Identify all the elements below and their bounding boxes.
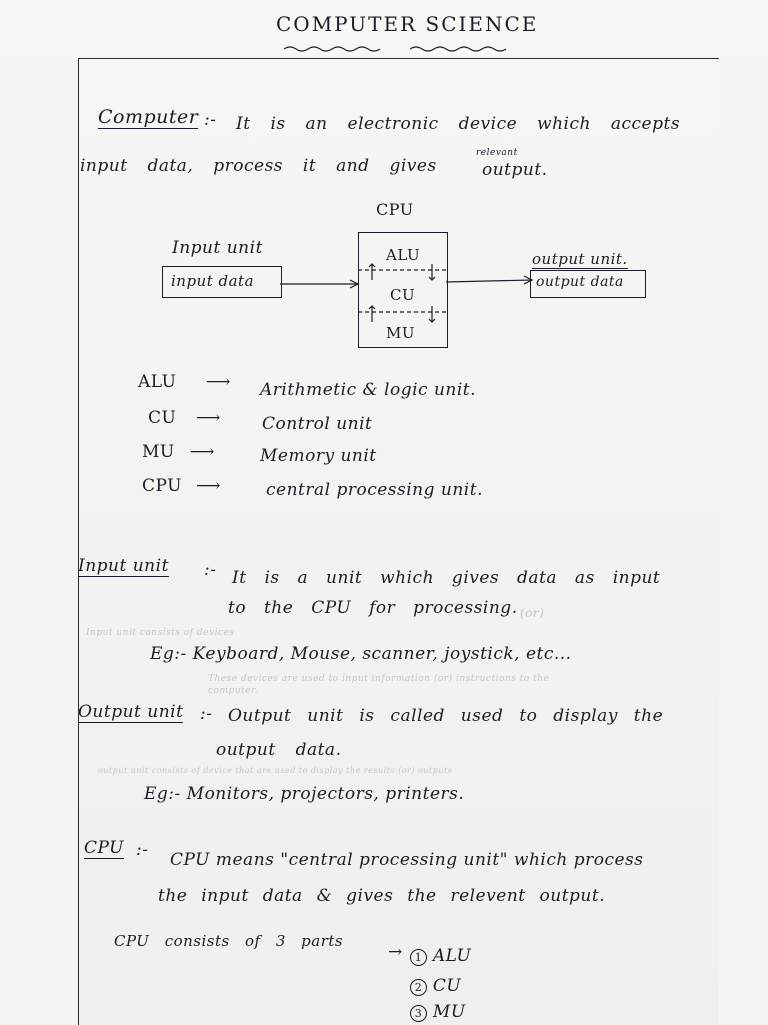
diagram-arrows (280, 275, 534, 289)
input-unit-line1: It is a unit which gives data as input (232, 568, 661, 588)
output-data-text: output data (536, 274, 624, 290)
cpu-parts-arrow: → (388, 942, 403, 962)
output-data-box: output data (530, 270, 646, 298)
cpu-sep: :- (136, 840, 149, 860)
output-unit-faint-1: output unit consists of device that are … (98, 766, 453, 775)
cpu-part-1-label: ALU (432, 946, 472, 966)
cpu-line2: the input data & gives the relevent outp… (158, 886, 606, 906)
input-unit-label: Input unit (172, 238, 263, 258)
abbr-cpu-full: central processing unit. (266, 480, 483, 500)
cpu-box (358, 232, 448, 348)
computer-heading: Computer (98, 106, 199, 129)
part-number-circle: 3 (410, 1005, 427, 1022)
computer-insert-word: relevant (476, 148, 518, 158)
computer-sep: :- (204, 110, 217, 130)
abbr-arrow-2: ⟶ (196, 408, 221, 428)
cpu-part-3: 3 MU (410, 1002, 466, 1022)
input-unit-heading: Input unit (78, 556, 169, 577)
alu-label: ALU (386, 246, 421, 264)
input-unit-line2: to the CPU for processing. (228, 598, 518, 618)
computer-line1: It is an electronic device which accepts (236, 114, 681, 134)
abbr-mu: MU (142, 442, 175, 462)
cpu-line1: CPU means "central processing unit" whic… (170, 850, 644, 870)
cpu-heading: CPU (84, 838, 124, 859)
output-unit-sep: :- (200, 704, 213, 724)
abbr-arrow-3: ⟶ (190, 442, 215, 462)
abbr-cpu: CPU (142, 476, 182, 496)
input-unit-faint-3: computer. (208, 686, 259, 696)
abbr-arrow-1: ⟶ (206, 372, 231, 392)
cpu-part-3-label: MU (432, 1002, 466, 1022)
input-unit-faint-2: These devices are used to input informat… (208, 674, 550, 684)
part-number-circle: 1 (410, 949, 427, 966)
input-unit-faint-1: Input unit consists of devices (86, 628, 235, 638)
computer-line2-a: input data, process it and gives (80, 156, 437, 176)
output-unit-line2: output data. (216, 740, 342, 760)
abbr-arrow-4: ⟶ (196, 476, 221, 496)
cu-label: CU (390, 286, 416, 304)
output-unit-label: output unit. (532, 250, 628, 269)
abbr-cu-full: Control unit (262, 414, 373, 434)
mu-label: MU (386, 324, 416, 342)
cpu-part-1: 1 ALU (410, 946, 471, 966)
title-underline (283, 46, 507, 52)
output-unit-heading: Output unit (78, 702, 184, 723)
output-unit-line1: Output unit is called used to display th… (228, 706, 664, 726)
abbr-mu-full: Memory unit (260, 446, 377, 466)
input-data-text: input data (171, 272, 255, 290)
output-unit-example: Eg:- Monitors, projectors, printers. (144, 784, 465, 804)
input-unit-or: (or) (520, 606, 545, 620)
input-unit-sep: :- (204, 560, 217, 580)
abbr-cu: CU (148, 408, 177, 428)
cpu-parts-intro: CPU consists of 3 parts (114, 932, 344, 950)
cpu-diagram-label: CPU (376, 200, 414, 219)
input-unit-example: Eg:- Keyboard, Mouse, scanner, joystick,… (150, 644, 572, 664)
cpu-box-dividers (358, 263, 446, 323)
computer-line2-b: output. (482, 160, 548, 180)
page-title: COMPUTER SCIENCE (276, 12, 539, 36)
cpu-part-2: 2 CU (410, 976, 461, 996)
part-number-circle: 2 (410, 979, 427, 996)
input-data-box: input data (162, 266, 282, 298)
abbr-alu: ALU (138, 372, 177, 392)
notebook-ruled-area (78, 58, 719, 1025)
abbr-alu-full: Arithmetic & logic unit. (260, 380, 477, 400)
cpu-part-2-label: CU (432, 976, 462, 996)
page-header-area (0, 0, 768, 60)
